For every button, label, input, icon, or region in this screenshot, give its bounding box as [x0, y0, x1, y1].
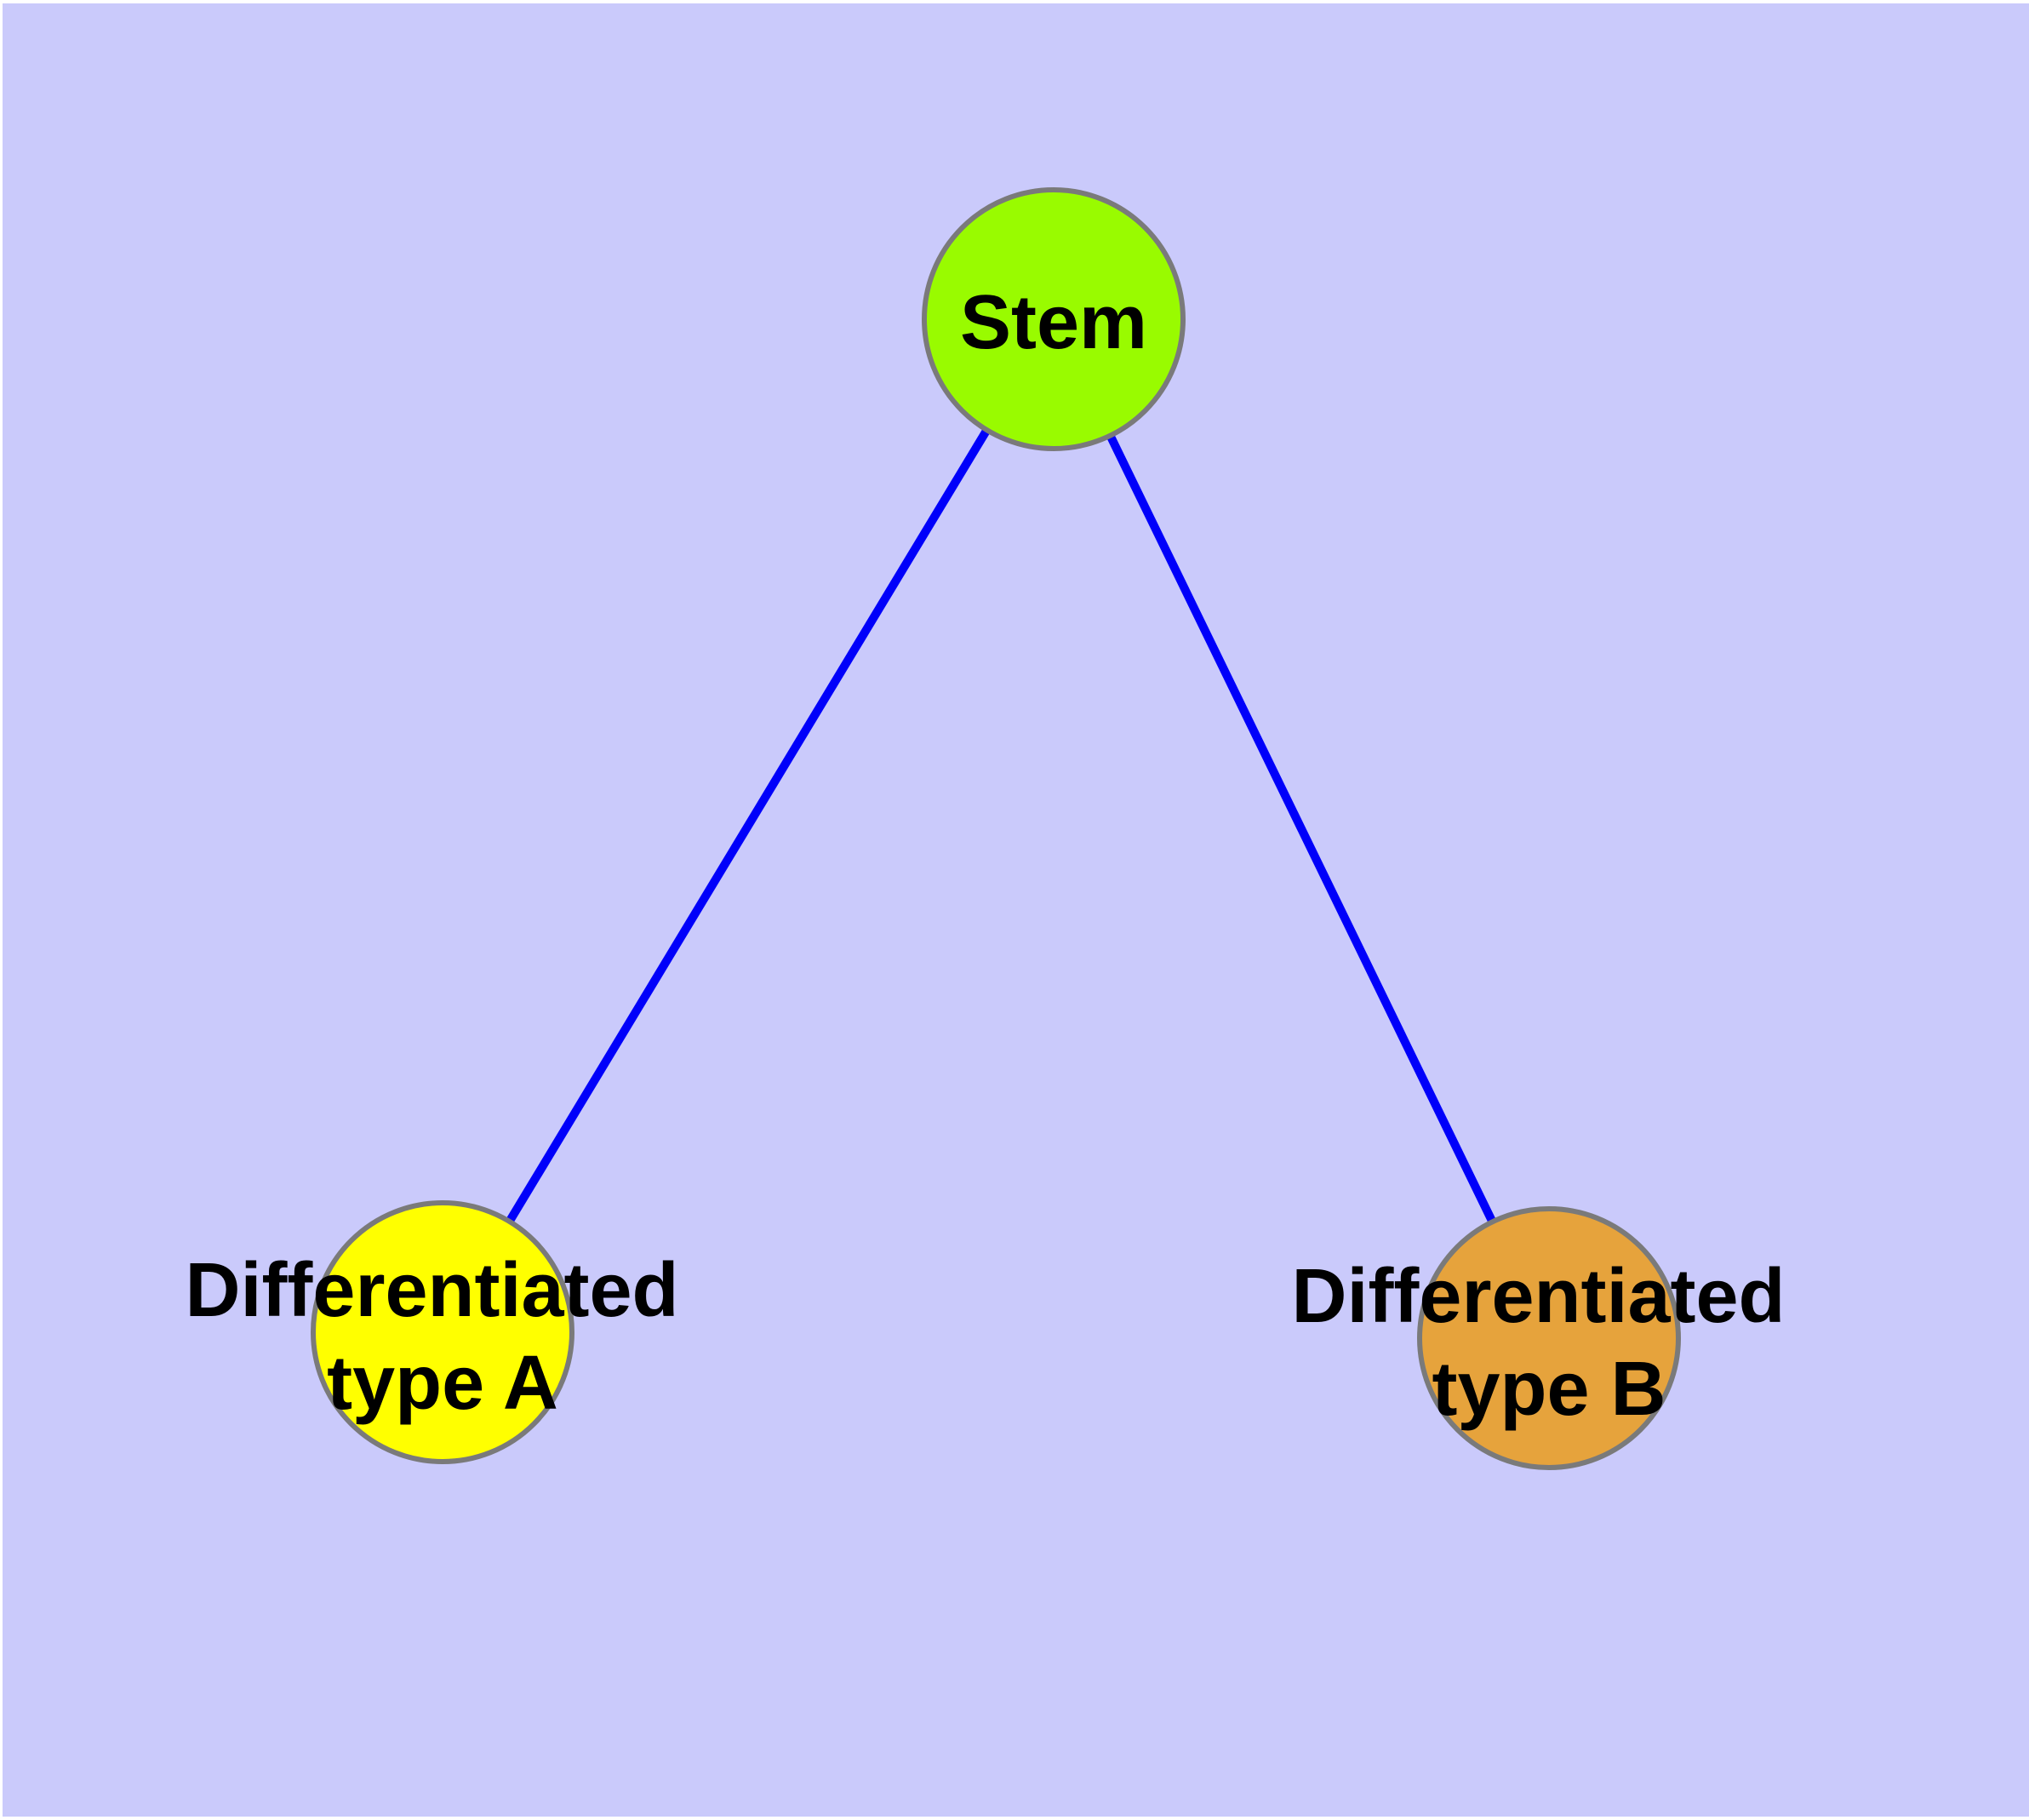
node-differentiated-type-b-circle [1417, 1206, 1681, 1470]
node-differentiated-type-a-label: Differentiated type A [185, 1248, 700, 1426]
node-stem-circle [922, 187, 1186, 451]
node-differentiated-type-a-circle [311, 1200, 574, 1464]
node-differentiated-type-b-label-line2: type B [1432, 1347, 1666, 1432]
edge-stem-to-type-a [438, 317, 1058, 1335]
node-stem: Stem [922, 187, 1186, 451]
node-differentiated-type-a: Differentiated type A [185, 1200, 700, 1464]
node-differentiated-type-a-label-line2: type A [327, 1341, 558, 1426]
node-differentiated-type-b: Differentiated type B [1291, 1206, 1806, 1470]
node-stem-label: Stem [960, 280, 1147, 365]
node-differentiated-type-a-label-line1: Differentiated [185, 1248, 678, 1333]
edge-stem-to-type-b [1049, 317, 1553, 1341]
node-differentiated-type-b-label: Differentiated type B [1291, 1254, 1806, 1432]
node-differentiated-type-b-label-line1: Differentiated [1291, 1254, 1785, 1339]
